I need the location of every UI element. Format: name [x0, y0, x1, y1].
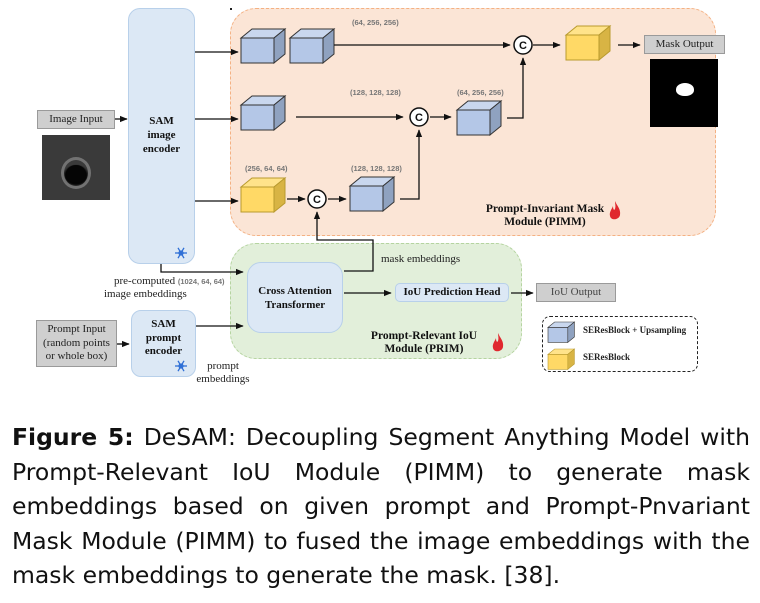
concat-mid-label: C	[415, 112, 423, 124]
mask-blob	[676, 83, 694, 96]
image-input-box: Image Input	[37, 110, 115, 129]
snowflake-icon	[174, 360, 188, 372]
dim-top-row: (64, 256, 256)	[352, 18, 399, 27]
cube-final-yellow	[565, 25, 611, 61]
concat-top-label: C	[519, 40, 527, 52]
snowflake-icon	[174, 247, 188, 259]
iou-prediction-head: IoU Prediction Head	[395, 283, 509, 302]
mri-ring	[61, 157, 91, 189]
prompt-input-line3: or whole box)	[45, 350, 108, 362]
precomputed-dims: (1024, 64, 64)	[177, 277, 225, 286]
concat-bottom-label: C	[313, 194, 321, 206]
precomputed-line2: image embeddings	[104, 288, 187, 300]
dim-mid-right: (64, 256, 256)	[457, 88, 504, 97]
arrow-image-emb-to-cat	[160, 264, 244, 276]
arrow-mask-embeddings	[313, 211, 374, 272]
prompt-input-box: Prompt Input (random points or whole box…	[36, 320, 117, 367]
mask-embeddings-text: mask embeddings	[381, 253, 461, 265]
iou-output-label: IoU Output	[550, 286, 602, 298]
prompt-emb-line1: prompt	[207, 360, 239, 372]
cube-mid-right	[456, 100, 502, 136]
prompt-input-line2: (random points	[43, 336, 110, 349]
encoder-label-1: SAM	[149, 115, 174, 127]
arrow-bottom-up	[400, 129, 423, 200]
image-embeddings-label: image embeddings	[104, 288, 187, 300]
mri-input-image	[42, 135, 110, 200]
iou-output-box: IoU Output	[536, 283, 616, 302]
concat-top	[513, 35, 533, 55]
concat-mid	[409, 107, 429, 127]
pimm-region	[230, 8, 232, 10]
sam-image-encoder: SAM image encoder	[128, 8, 195, 264]
precomputed-label: pre-computed (1024, 64, 64)	[114, 275, 225, 288]
cube-top-2	[289, 28, 335, 64]
legend-label-seresblock: SEResBlock	[583, 352, 631, 362]
prompt-embeddings-label: prompt embeddings	[195, 360, 251, 386]
prompt-emb-line2: embeddings	[196, 373, 250, 385]
mri-dark-center	[66, 165, 86, 183]
legend-box	[542, 316, 698, 372]
legend-cube-yellow	[547, 348, 575, 370]
mask-output-image	[650, 59, 718, 127]
pimm-title-line2: Module (PIMM)	[504, 216, 586, 228]
iou-head-label: IoU Prediction Head	[403, 286, 501, 298]
cube-mid-1	[240, 95, 286, 131]
prim-title: Prompt-Relevant IoU Module (PRIM)	[360, 330, 488, 356]
mask-output-box: Mask Output	[644, 35, 725, 54]
cross-attention-line2: Transformer	[264, 298, 326, 311]
cube-bottom-yellow	[240, 177, 286, 213]
dim-bottom-left: (256, 64, 64)	[245, 164, 288, 173]
legend-cube-blue	[547, 321, 575, 343]
encoder-label-3: encoder	[142, 143, 181, 155]
flame-icon	[492, 333, 504, 352]
dim-mid-row: (128, 128, 128)	[350, 88, 401, 97]
figure-label: Figure 5:	[12, 423, 134, 451]
prompt-encoder-label-3: encoder	[144, 345, 183, 357]
prompt-input-line1: Prompt Input	[47, 323, 106, 335]
prompt-encoder-label-1: SAM	[151, 318, 176, 330]
encoder-label-2: image	[147, 129, 176, 141]
figure-caption: Figure 5: DeSAM: Decoupling Segment Anyt…	[12, 420, 750, 593]
pimm-title: Prompt-Invariant Mask Module (PIMM)	[470, 203, 620, 229]
caption-text: DeSAM: Decoupling Segment Anything Model…	[12, 423, 750, 589]
mask-embeddings-label: mask embeddings	[381, 253, 460, 265]
flame-icon	[609, 201, 621, 220]
legend-label-upsampling: SEResBlock + Upsampling	[583, 325, 687, 335]
pimm-title-line1: Prompt-Invariant Mask	[485, 203, 605, 215]
diagram-graphics: C C C	[115, 25, 641, 372]
arrow-mid-right-up	[507, 57, 527, 119]
cross-attention-transformer: Cross Attention Transformer	[247, 262, 343, 333]
concat-bottom	[307, 189, 327, 209]
cube-top-1	[240, 28, 286, 64]
image-input-label: Image Input	[49, 113, 103, 125]
dim-bottom-mid: (128, 128, 128)	[351, 164, 402, 173]
prim-title-line1: Prompt-Relevant IoU	[370, 330, 478, 342]
prompt-encoder-label-2: prompt	[145, 331, 182, 344]
cube-bottom-blue	[349, 176, 395, 212]
precomputed-line1: pre-computed	[114, 275, 176, 287]
cross-attention-line1: Cross Attention	[258, 285, 332, 297]
sam-prompt-encoder: SAM prompt encoder	[131, 310, 196, 377]
prim-title-line2: Module (PRIM)	[384, 343, 464, 355]
mask-output-label: Mask Output	[655, 38, 714, 50]
